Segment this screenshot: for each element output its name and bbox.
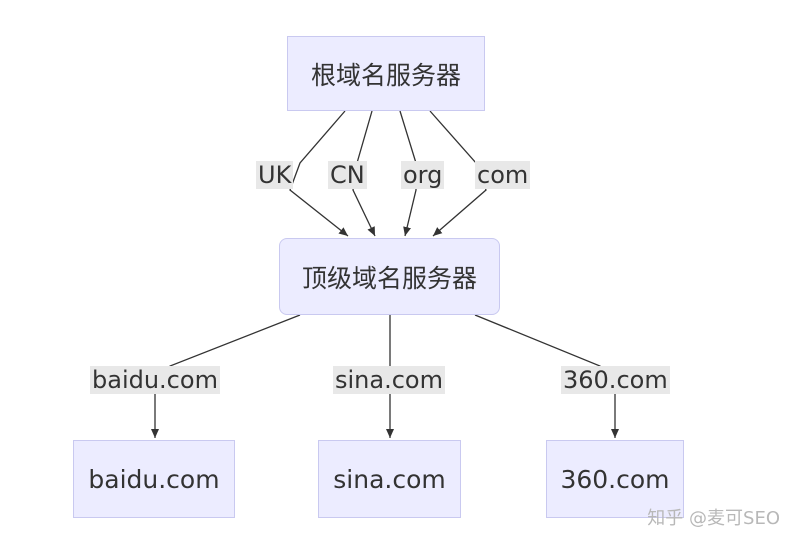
watermark: 知乎 @麦可SEO [647, 508, 780, 529]
leaf-node-baidu: baidu.com [73, 440, 235, 518]
root-node-label: 根域名服务器 [310, 60, 461, 90]
edge-uk [289, 110, 349, 237]
edge-label-360: 360.com [561, 366, 670, 394]
tld-dns-server-node: 顶级域名服务器 [279, 238, 500, 315]
edge-label-sina: sina.com [333, 366, 445, 394]
edge-label-uk: UK [256, 161, 294, 189]
leaf-node-sina: sina.com [318, 440, 461, 518]
edge-label-cn: CN [328, 161, 367, 189]
leaf-label-sina: sina.com [333, 464, 446, 494]
root-dns-server-node: 根域名服务器 [287, 36, 485, 111]
leaf-label-baidu: baidu.com [88, 464, 220, 494]
leaf-node-360: 360.com [546, 440, 684, 518]
edge-label-com: com [475, 161, 531, 189]
edge-label-baidu: baidu.com [90, 366, 220, 394]
leaf-label-360: 360.com [560, 464, 670, 494]
tld-node-label: 顶级域名服务器 [301, 263, 477, 293]
edge-label-org: org [401, 161, 445, 189]
